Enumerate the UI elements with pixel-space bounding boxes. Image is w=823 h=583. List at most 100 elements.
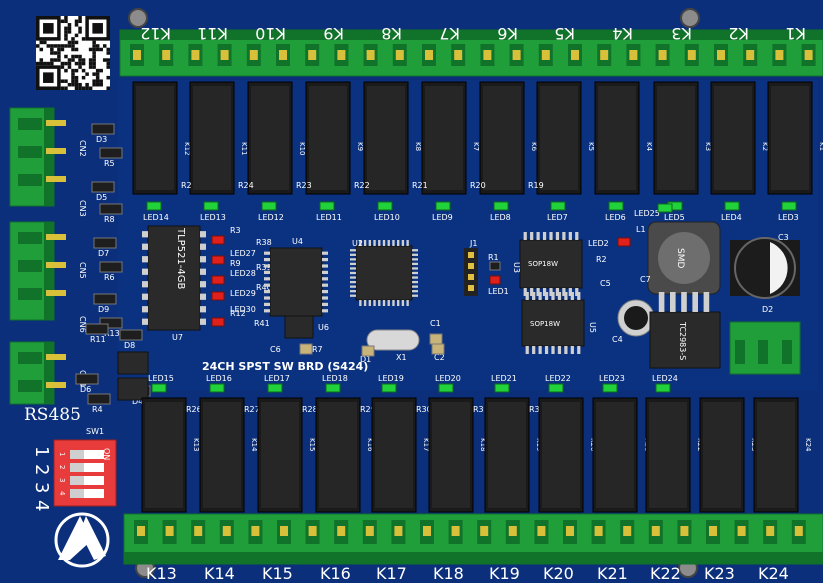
resistor-label: R27: [244, 405, 260, 414]
board-title: 24CH SPST SW BRD (S424): [202, 360, 368, 373]
component-label: R5: [104, 159, 115, 168]
component-label: D5: [96, 193, 107, 202]
component-label: R8: [104, 215, 115, 224]
relay-k21: K21: [592, 397, 651, 513]
relay-silk-label: K6: [530, 142, 538, 152]
relay-silk-label: K11: [240, 142, 248, 156]
dip-switch-3[interactable]: 3: [58, 476, 104, 485]
capacitor-c4: [617, 299, 655, 337]
led-label: LED4: [721, 213, 742, 222]
led-led4: LED4: [721, 201, 742, 222]
top-relay-label: K9: [323, 24, 344, 43]
relay-silk-label: K16: [366, 438, 374, 452]
led-led15: LED15: [148, 374, 174, 393]
relay-k1: K1: [767, 81, 823, 195]
dip-switch-4[interactable]: 4: [58, 489, 104, 498]
led-led24: LED24: [652, 374, 678, 393]
top-relay-label: K1: [785, 24, 806, 43]
relay-k9: K9: [305, 81, 364, 195]
top-relay-label: K5: [554, 24, 575, 43]
dip-position-label: 2: [58, 465, 66, 469]
led-label: LED12: [258, 213, 284, 222]
relay-silk-label: K10: [298, 142, 306, 156]
u3-ref: U3: [512, 262, 521, 273]
resistor-label: R2: [181, 181, 192, 190]
dip-position-label: 4: [58, 491, 66, 496]
led-label: LED27: [230, 249, 256, 258]
resistor-label: R19: [528, 181, 544, 190]
relay-k15: K15: [257, 397, 316, 513]
misc-label: C7: [640, 275, 651, 284]
relay-silk-label: K2: [761, 142, 769, 151]
led-label: LED6: [605, 213, 626, 222]
u7-part: TLP521-4GB: [175, 227, 186, 290]
led-label: LED13: [200, 213, 226, 222]
led-led13: LED13: [200, 201, 226, 222]
misc-label: C1: [430, 319, 441, 328]
misc-label: D2: [762, 305, 773, 314]
bottom-relay-label: K21: [597, 564, 628, 583]
mounting-hole: [128, 8, 148, 28]
component-label: R11: [90, 335, 106, 344]
led-led14: LED14: [143, 201, 169, 222]
resistor-label: R12: [230, 309, 246, 318]
led-label: LED19: [378, 374, 404, 383]
relay-silk-label: K3: [704, 142, 712, 151]
relay-k5: K5: [536, 81, 595, 195]
dip-on-label: ON: [102, 448, 111, 460]
dip-switch-2[interactable]: 2: [58, 463, 104, 472]
relay-k6: K6: [479, 81, 538, 195]
led-label: LED23: [599, 374, 625, 383]
bottom-terminal-strip: [123, 513, 823, 565]
l1-part: SMD: [675, 248, 685, 268]
led-led18: LED18: [322, 374, 348, 393]
mounting-hole: [680, 8, 700, 28]
brand-logo: [54, 512, 110, 568]
led-label: LED14: [143, 213, 169, 222]
misc-label: D1: [360, 355, 371, 364]
relay-silk-label: K24: [804, 438, 812, 452]
relay-silk-label: K7: [472, 142, 480, 151]
resistor-label: R41: [254, 319, 270, 328]
led-label: LED15: [148, 374, 174, 383]
relay-k3: K3: [653, 81, 712, 195]
led-label: LED18: [322, 374, 348, 383]
led-label: LED7: [547, 213, 568, 222]
misc-label: C3: [778, 233, 789, 242]
led-led17: LED17: [264, 374, 290, 393]
resistor-label: R24: [238, 181, 254, 190]
misc-label: C6: [270, 345, 281, 354]
component-label: D4: [132, 397, 143, 406]
side-number: 4: [31, 500, 52, 511]
dip-switch-1[interactable]: 1: [58, 450, 104, 459]
resistor-label: R3: [230, 226, 241, 235]
top-relay-label: K12: [140, 24, 171, 43]
misc-label: R2: [596, 255, 607, 264]
component-label: D7: [98, 249, 109, 258]
right-terminal-block: [729, 321, 801, 375]
relay-silk-label: K4: [645, 142, 653, 152]
led-led9: LED9: [432, 201, 453, 222]
left-terminal-blocks: CN2CN3CN5CN6CN4: [9, 107, 87, 405]
side-number: 2: [31, 464, 52, 475]
bottom-relay-label: K13: [146, 564, 177, 583]
misc-label: LED25: [634, 209, 660, 218]
relay-k8: K8: [363, 81, 422, 195]
resistor-label: R39: [256, 263, 272, 272]
resistor-label: R22: [354, 181, 370, 190]
resistor-label: R28: [302, 405, 318, 414]
connector-label: CN5: [78, 262, 87, 279]
resistor-label: R38: [256, 238, 272, 247]
u6-ref: U6: [318, 323, 329, 332]
u4-ref: U4: [292, 237, 303, 246]
led-label: LED29: [230, 289, 256, 298]
led-led19: LED19: [378, 374, 404, 393]
led-label: LED22: [545, 374, 571, 383]
